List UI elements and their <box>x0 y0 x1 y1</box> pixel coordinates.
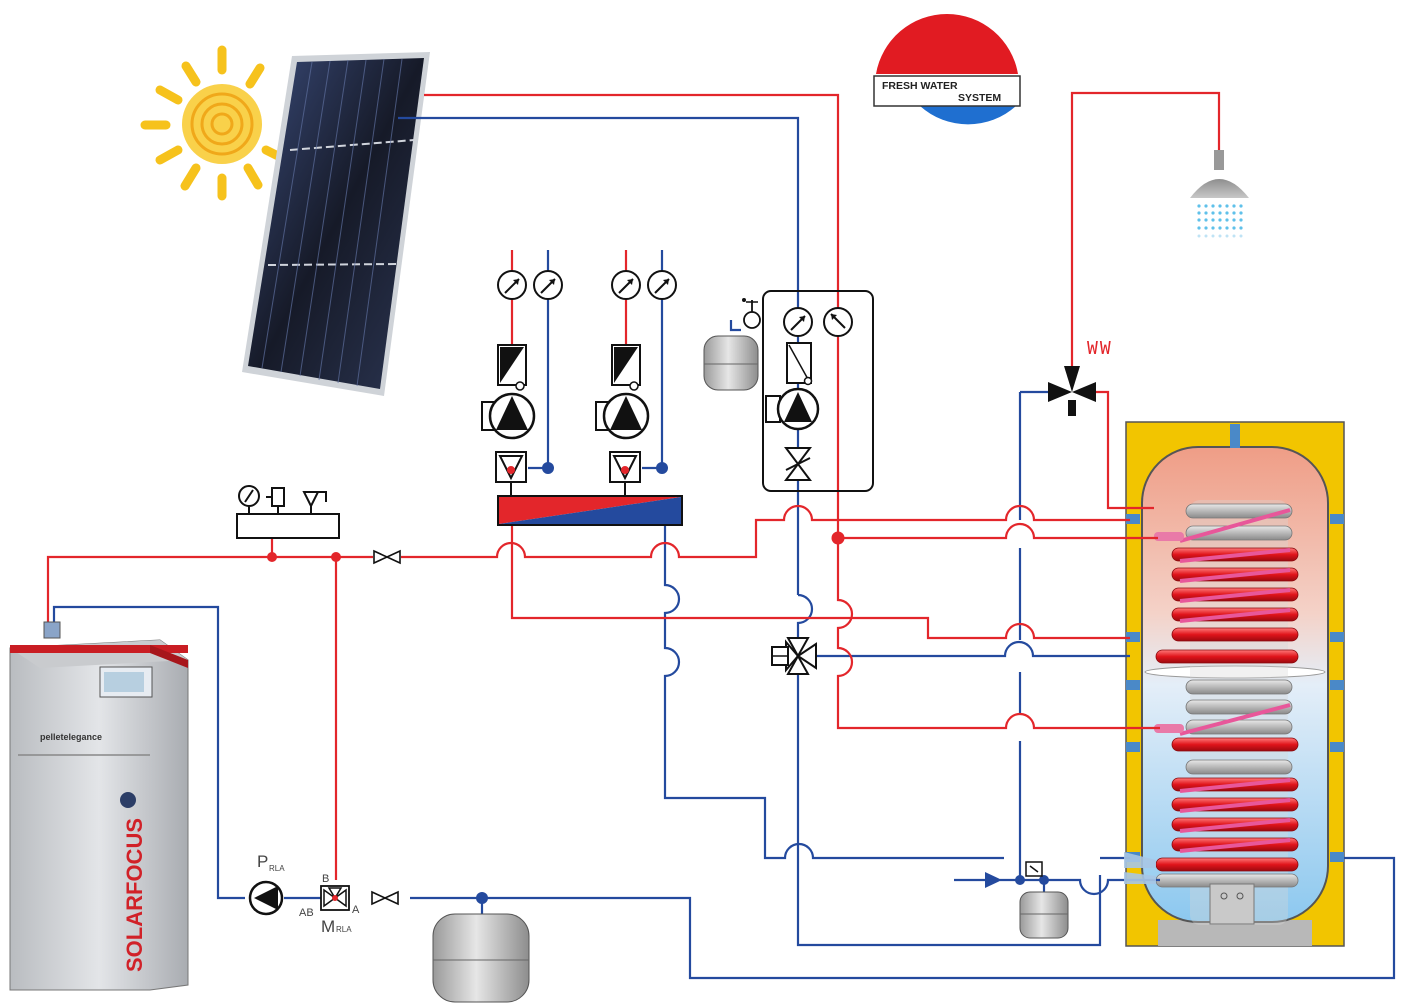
mixer-label-sub: RLA <box>336 925 352 934</box>
boiler-model: pelletelegance <box>40 732 102 742</box>
mixer-label: M <box>321 917 335 936</box>
heat-exchanger-coil-icon <box>1154 500 1299 925</box>
flow-meter-icon <box>786 342 813 386</box>
shower-icon <box>1190 150 1249 238</box>
solar-station <box>742 290 874 492</box>
expansion-vessel-icon <box>1019 891 1069 939</box>
logo-line2: SYSTEM <box>958 92 1001 104</box>
solar-collector-icon <box>242 52 430 396</box>
thermometer-icon <box>611 270 677 300</box>
port-a-label: A <box>352 904 360 916</box>
mixer-actuator-icon <box>497 344 527 391</box>
ww-label: WW <box>1087 338 1113 359</box>
port-ab-label: AB <box>299 907 314 919</box>
thermostatic-mixer-icon <box>1048 366 1096 416</box>
boiler-connection-icon <box>43 621 61 639</box>
fresh-water-system-logo: FRESH WATER SYSTEM <box>873 13 1021 125</box>
pump-label: P <box>257 852 268 871</box>
return-pump-icon <box>248 880 284 916</box>
safety-valve-icon <box>742 298 761 329</box>
pump-icon <box>765 387 820 431</box>
pump-label-sub: RLA <box>269 864 285 873</box>
shutoff-valve-icon <box>371 890 399 906</box>
boiler-brand: SOLARFOCUS <box>122 818 147 972</box>
cold-inlet-arrow <box>985 872 1002 888</box>
thermometer-icon <box>783 307 853 337</box>
mixing-valve-icon <box>771 637 817 675</box>
inlet-safety-valve-icon <box>1025 861 1043 877</box>
tank-connector-stubs <box>1124 852 1156 884</box>
junction-dots <box>267 462 1049 904</box>
hot-pipes <box>46 91 1221 880</box>
safety-group-icon <box>236 485 340 539</box>
distribution-manifold <box>497 495 683 526</box>
check-valve-icon <box>495 451 527 495</box>
port-b-label: B <box>322 873 329 885</box>
return-mixing-valve-icon <box>320 885 350 911</box>
heating-circuit-1 <box>481 270 563 495</box>
expansion-vessel-icon <box>432 913 530 1003</box>
pellet-boiler-icon: pelletelegance SOLARFOCUS <box>9 639 189 991</box>
heating-circuit-2 <box>595 270 677 495</box>
shutoff-valve-icon <box>373 549 401 565</box>
pump-icon <box>481 392 536 440</box>
logo-line1: FRESH WATER <box>882 80 958 92</box>
thermometer-icon <box>497 270 563 300</box>
sun-icon <box>140 45 287 201</box>
shutoff-valve-icon <box>784 447 812 481</box>
check-valve-icon <box>609 451 641 495</box>
mixer-actuator-icon <box>611 344 641 391</box>
cold-pipes <box>52 116 1396 980</box>
buffer-tank-icon <box>1125 421 1345 947</box>
expansion-vessel-icon <box>703 335 759 391</box>
pump-icon <box>595 392 650 440</box>
